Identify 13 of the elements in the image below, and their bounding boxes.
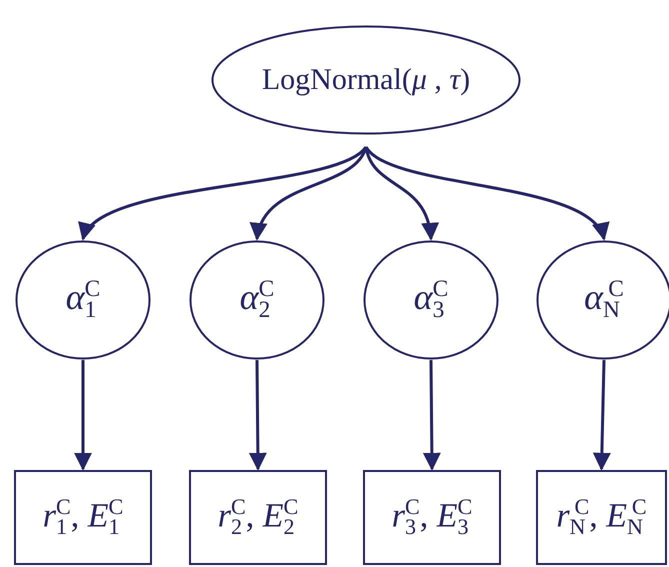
arrow xyxy=(74,360,92,471)
variable-ellipse xyxy=(15,240,151,360)
arrow xyxy=(422,360,441,471)
arrow xyxy=(248,360,267,471)
arrow xyxy=(592,360,611,471)
variable-label: LogNormal(μ , τ) xyxy=(262,63,470,97)
variable-ellipse xyxy=(211,25,521,135)
data-box xyxy=(363,470,501,565)
data-box xyxy=(14,470,152,565)
data-box xyxy=(536,470,667,565)
variable-ellipse xyxy=(189,240,325,360)
data-box xyxy=(189,470,327,565)
variable-ellipse xyxy=(363,240,499,360)
